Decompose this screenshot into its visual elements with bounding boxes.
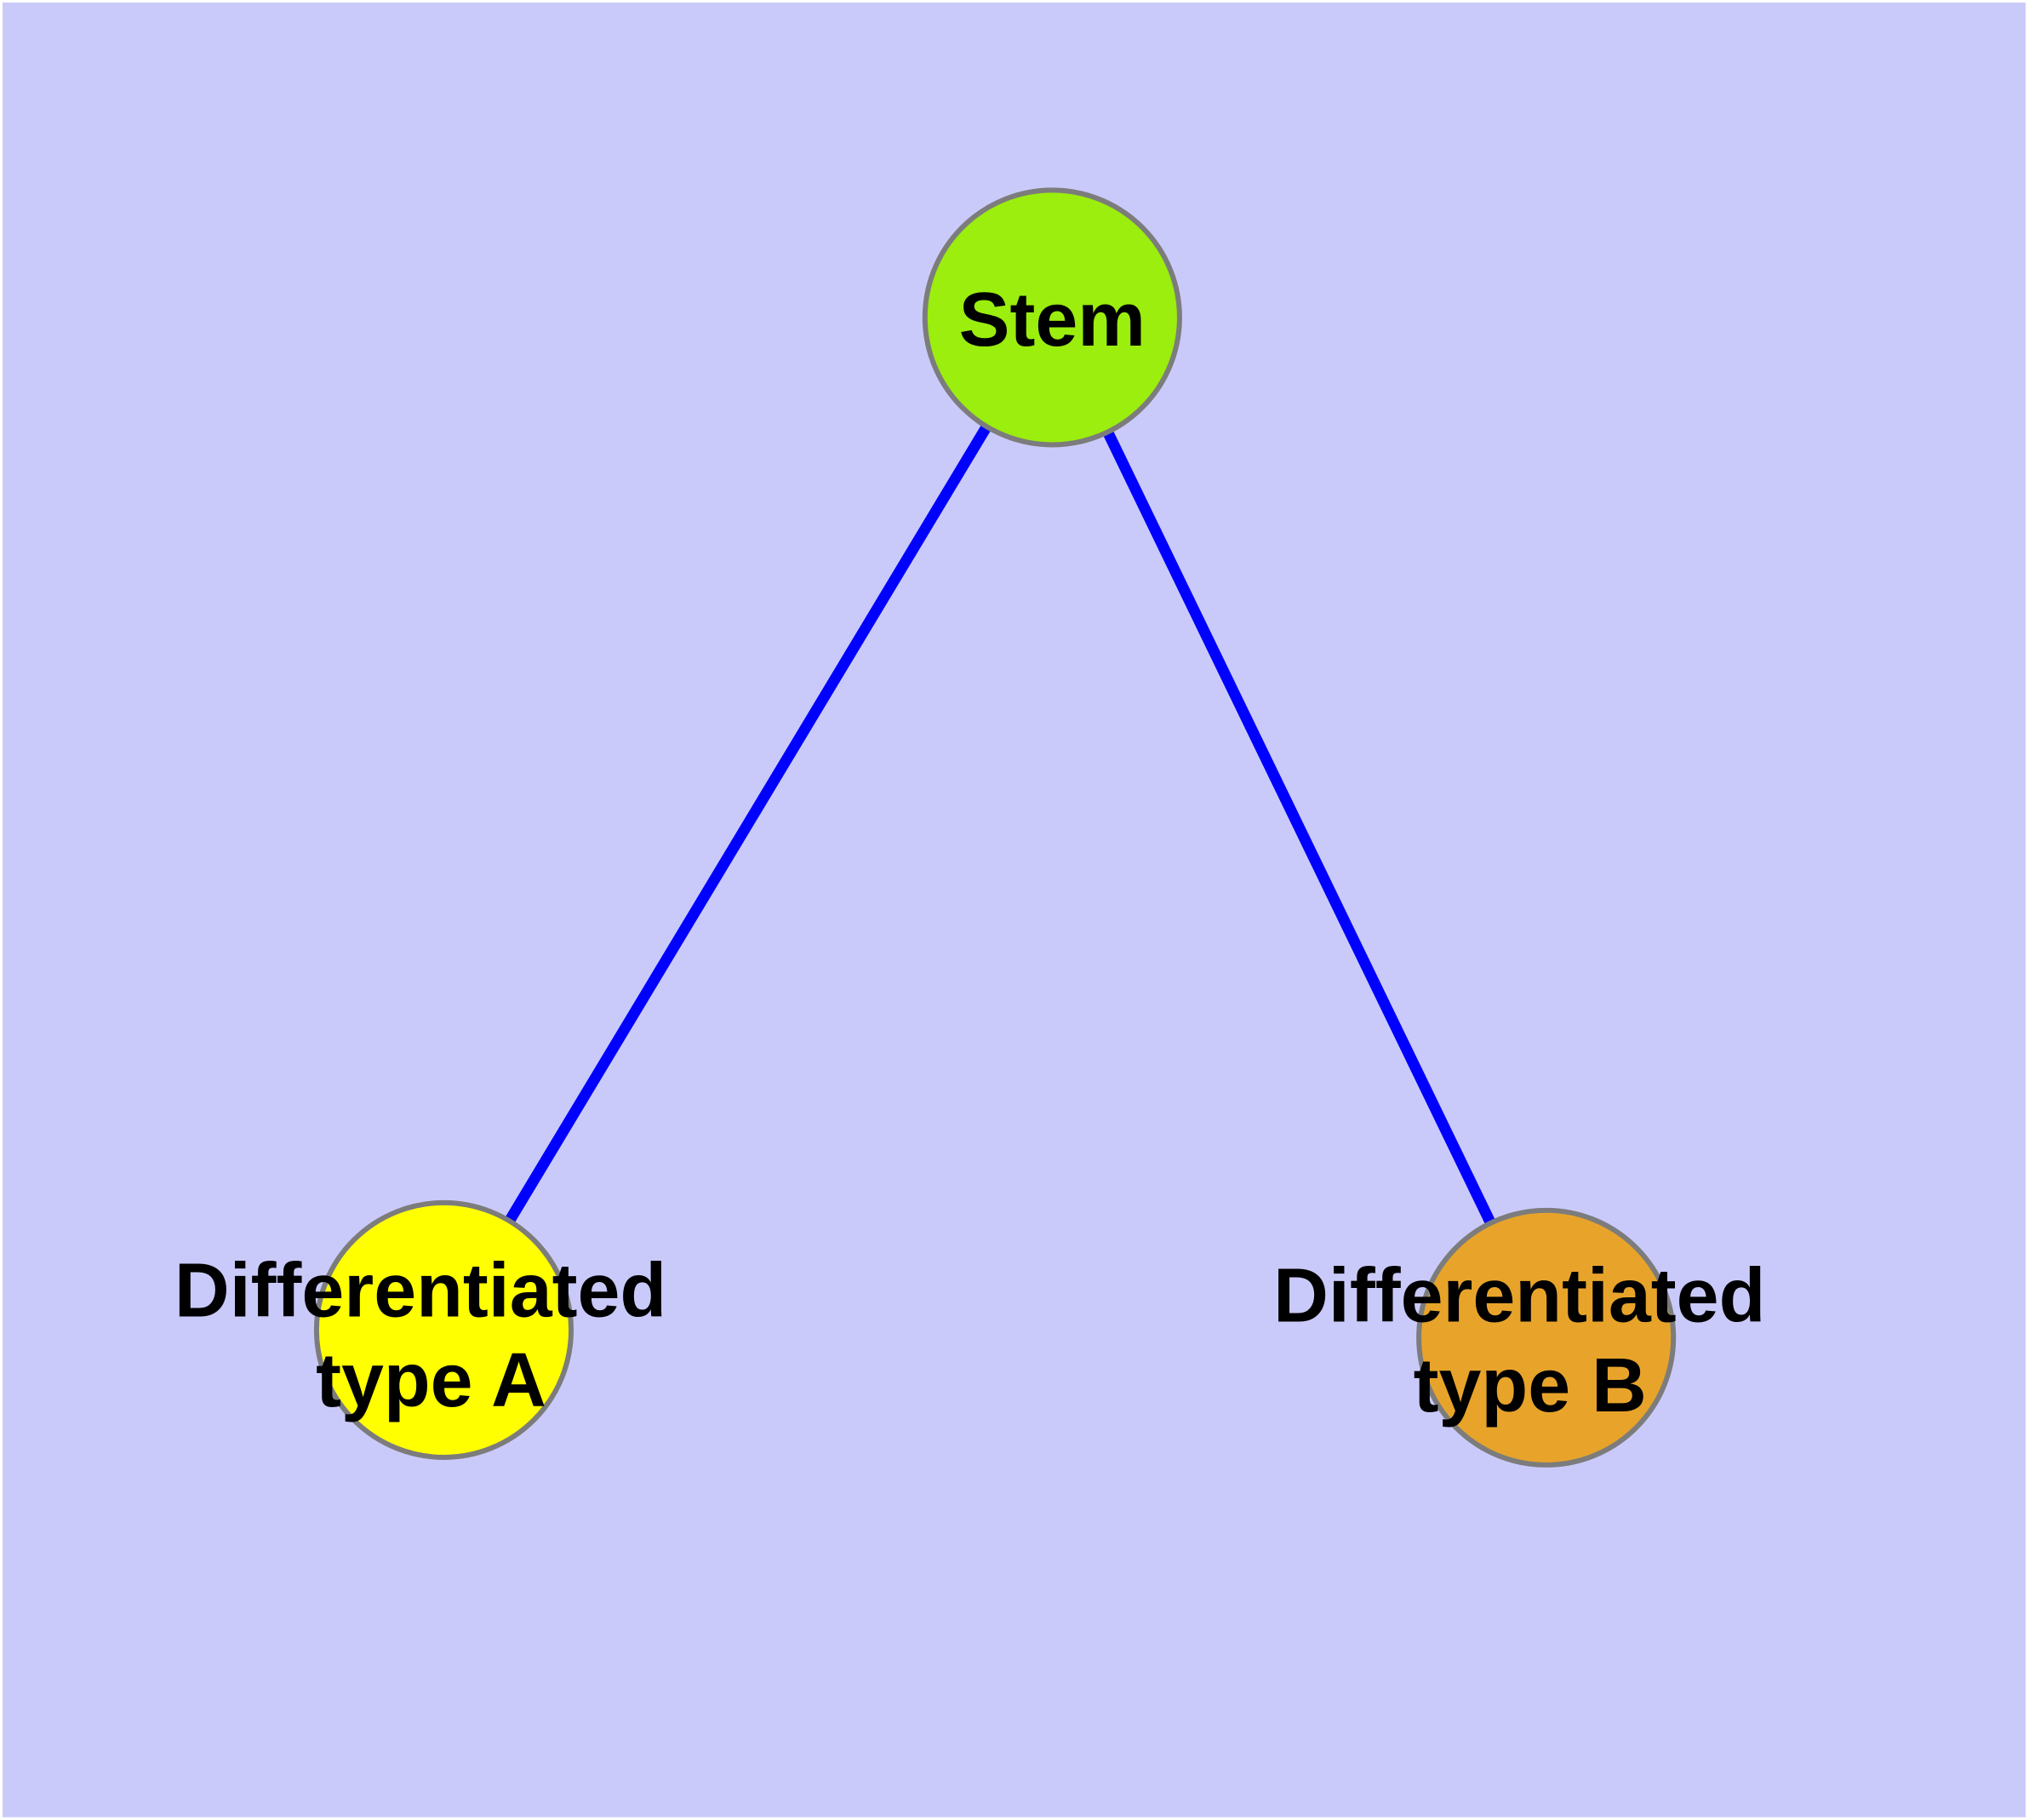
edge-stem-to-type-a bbox=[438, 314, 1057, 1333]
node-differentiated-type-b bbox=[1416, 1207, 1677, 1468]
node-type-b-label-line-2: type B bbox=[1414, 1343, 1647, 1428]
node-type-a-label-line-1: Differentiated bbox=[174, 1248, 666, 1333]
node-differentiated-type-a bbox=[313, 1199, 574, 1460]
node-type-a-label: Differentiated type A bbox=[174, 1248, 688, 1423]
node-stem bbox=[922, 187, 1182, 448]
diagram-canvas: Stem Differentiated type A Differentiate… bbox=[3, 3, 2026, 1817]
node-type-a-label-line-2: type A bbox=[316, 1338, 546, 1423]
node-stem-label: Stem bbox=[959, 278, 1146, 363]
node-type-b-label-line-1: Differentiated bbox=[1273, 1253, 1765, 1338]
edge-stem-to-type-b bbox=[1047, 315, 1552, 1341]
node-type-b-label: Differentiated type B bbox=[1273, 1253, 1786, 1428]
